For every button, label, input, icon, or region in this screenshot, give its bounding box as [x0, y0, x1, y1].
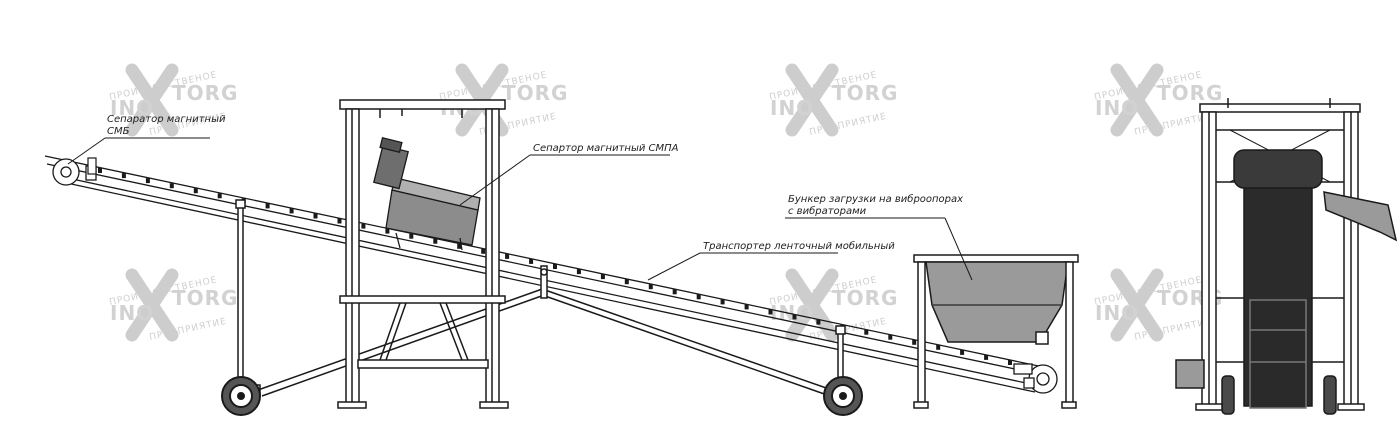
idler-roller — [816, 319, 821, 325]
idler-roller — [600, 274, 605, 280]
svg-text:TORG: TORG — [832, 286, 898, 310]
idler-roller — [672, 289, 677, 295]
idler-roller — [529, 258, 534, 264]
idler-roller — [505, 253, 510, 259]
idler-roller — [912, 339, 917, 345]
svg-text:INO: INO — [1095, 96, 1139, 120]
magnetic-separator-smb — [87, 157, 97, 175]
svg-text:INO: INO — [770, 96, 814, 120]
svg-text:TORG: TORG — [172, 81, 238, 105]
idler-roller — [744, 304, 749, 310]
idler-roller — [217, 193, 222, 199]
idler-roller — [768, 309, 773, 315]
wheel-right — [823, 376, 863, 416]
svg-text:TORG: TORG — [832, 81, 898, 105]
idler-roller — [409, 233, 414, 239]
svg-text:TORG: TORG — [172, 286, 238, 310]
idler-roller — [1008, 360, 1012, 365]
idler-roller — [313, 213, 318, 219]
idler-roller — [888, 334, 893, 340]
callout-conveyor: Транспортер ленточный мобильный — [703, 240, 895, 252]
loading-hopper — [913, 254, 1079, 409]
end-view-conveyor — [1175, 98, 1398, 415]
idler-roller — [576, 269, 581, 275]
svg-text:INO: INO — [1095, 301, 1139, 325]
callout-separator-smb-line2: СМБ — [107, 126, 130, 137]
idler-roller — [98, 168, 102, 173]
watermark-5: ПРОИЗВОДСТВЕНОЕ INO TORG ПРЕДПРИЯТИЕ — [109, 268, 238, 343]
idler-roller — [481, 248, 486, 254]
idler-roller — [720, 299, 725, 305]
watermark-3: ПРОИЗВОДСТВЕНОЕ INO TORG ПРЕДПРИЯТИЕ — [769, 63, 898, 138]
idler-roller — [265, 203, 270, 209]
callout-hopper-line1: Бункер загрузки на виброопорах — [788, 193, 963, 205]
idler-roller — [289, 208, 294, 214]
head-pulley — [1013, 363, 1058, 394]
idler-roller — [792, 314, 797, 320]
idler-roller — [936, 344, 941, 350]
idler-roller — [624, 279, 629, 285]
idler-roller — [960, 349, 965, 355]
idler-roller — [361, 223, 366, 229]
idler-roller — [169, 183, 174, 189]
idler-roller — [193, 188, 198, 194]
idler-roller — [121, 173, 126, 179]
callout-leaders — [67, 137, 973, 281]
svg-text:INO: INO — [110, 96, 154, 120]
callout-hopper-line2: с вибраторами — [788, 205, 867, 217]
idler-roller — [145, 178, 150, 184]
magnetic-separator-smpa — [373, 136, 481, 251]
wheel-left — [221, 376, 261, 416]
idler-roller — [648, 284, 653, 290]
idler-roller — [337, 218, 342, 224]
svg-text:TORG: TORG — [502, 81, 568, 105]
idler-roller — [385, 228, 390, 234]
idler-roller — [433, 238, 438, 244]
svg-text:INO: INO — [110, 301, 154, 325]
callout-separator-smb-line1: Сепаратор магнитный — [107, 114, 226, 125]
idler-roller — [984, 354, 989, 360]
idler-roller — [864, 329, 869, 335]
idler-roller — [457, 243, 462, 249]
svg-text:TORG: TORG — [1157, 81, 1223, 105]
idler-roller — [696, 294, 701, 300]
callout-separator-smpa: Сепартор магнитный СМПА — [533, 143, 679, 154]
idler-roller — [553, 264, 557, 269]
undercarriage — [235, 199, 846, 397]
svg-text:INO: INO — [770, 301, 814, 325]
